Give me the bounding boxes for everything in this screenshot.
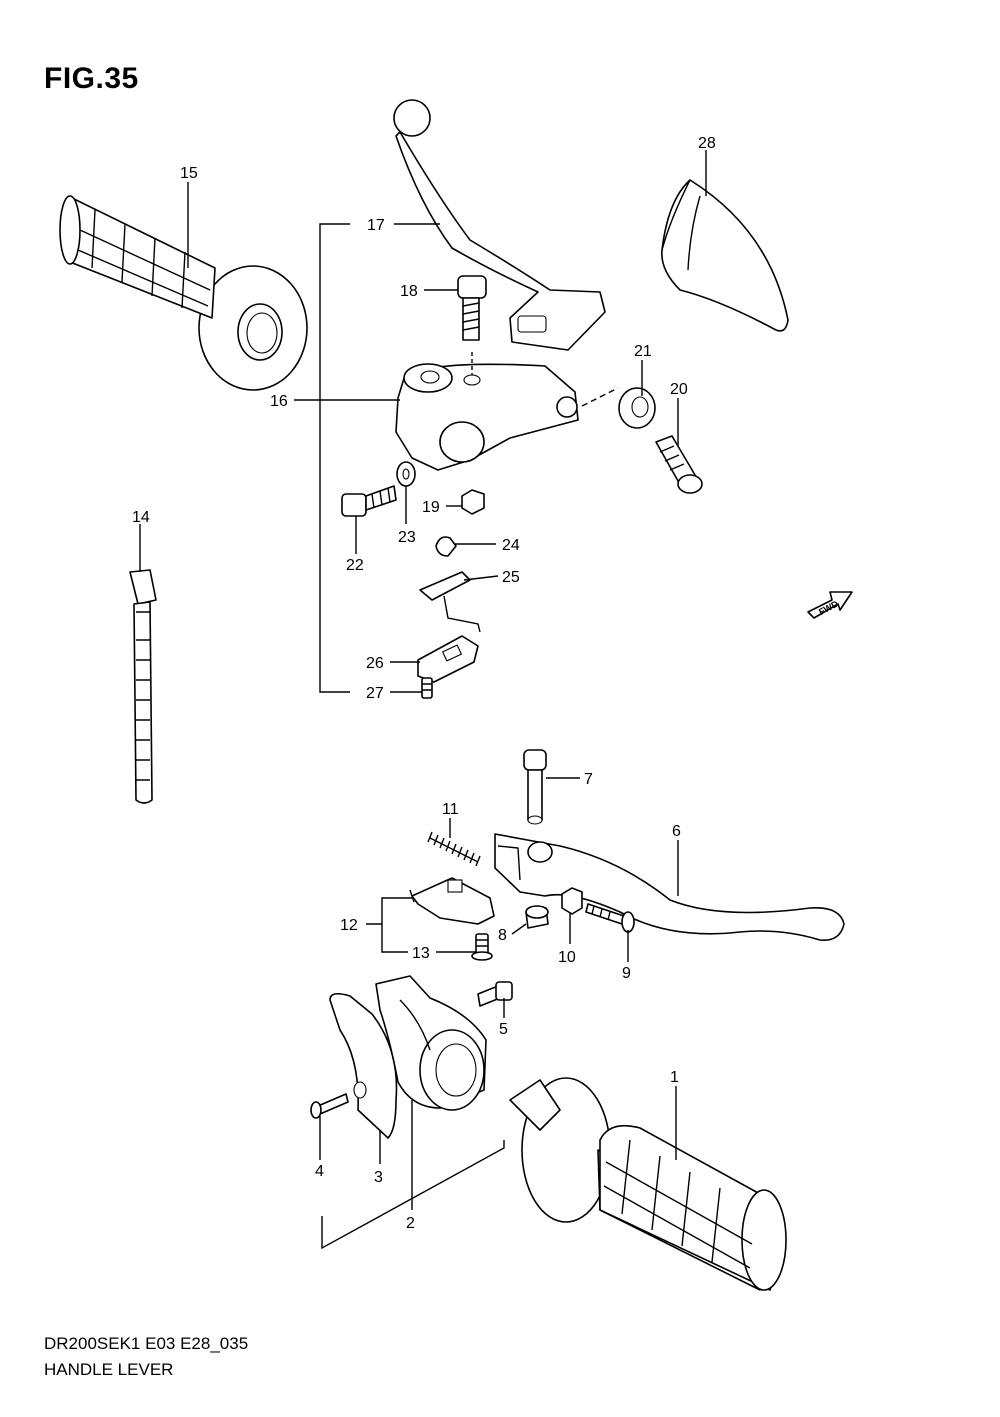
figure-title: FIG.35 — [44, 62, 139, 95]
callout-15: 15 — [180, 165, 198, 182]
callout-6: 6 — [672, 823, 681, 840]
part-22-bolt — [341, 485, 397, 517]
part-14-cable-tie — [129, 569, 157, 804]
callout-13: 13 — [412, 945, 430, 962]
part-24-clip — [435, 536, 457, 557]
callout-25: 25 — [502, 569, 520, 586]
callout-2: 2 — [406, 1215, 415, 1232]
callout-1: 1 — [670, 1069, 679, 1086]
part-25-switch-bracket — [419, 571, 481, 633]
callout-14: 14 — [132, 509, 150, 526]
part-7-pivot-bolt — [523, 749, 547, 825]
part-12-brake-switch — [409, 877, 495, 925]
callout-5: 5 — [499, 1021, 508, 1038]
part-8-collar — [525, 905, 549, 929]
part-23-washer — [396, 461, 416, 487]
part-9-screw — [585, 903, 635, 933]
part-11-spring — [427, 831, 481, 867]
part-1-right-grip — [509, 1077, 787, 1291]
callout-23: 23 — [398, 529, 416, 546]
callout-12: 12 — [340, 917, 358, 934]
part-15-left-grip — [59, 195, 308, 391]
part-17-clutch-lever — [393, 99, 606, 351]
callout-7: 7 — [584, 771, 593, 788]
part-21-adjuster-nut — [581, 387, 656, 429]
callout-3: 3 — [374, 1169, 383, 1186]
callout-11: 11 — [442, 801, 459, 818]
fwd-arrow-icon: FWD — [807, 591, 853, 619]
part-5-bolt — [477, 981, 513, 1007]
part-13-screw — [471, 933, 493, 961]
callout-26: 26 — [366, 655, 384, 672]
part-2-throttle-housing — [375, 975, 487, 1111]
part-10-nut — [561, 887, 583, 915]
part-6-brake-lever — [494, 833, 845, 941]
callout-21: 21 — [634, 343, 652, 360]
callout-24: 24 — [502, 537, 520, 554]
callout-16: 16 — [270, 393, 288, 410]
part-27-screw — [421, 677, 433, 699]
callout-10: 10 — [558, 949, 576, 966]
callout-27: 27 — [366, 685, 384, 702]
callout-18: 18 — [400, 283, 418, 300]
callout-20: 20 — [670, 381, 688, 398]
callout-22: 22 — [346, 557, 364, 574]
callout-9: 9 — [622, 965, 631, 982]
leader-lines — [139, 150, 707, 1250]
figure-code: DR200SEK1 E03 E28_035 — [44, 1334, 249, 1353]
figure-name: HANDLE LEVER — [44, 1360, 174, 1379]
part-18-pivot-bolt — [457, 275, 487, 341]
callout-28: 28 — [698, 135, 716, 152]
part-19-nut — [461, 489, 485, 515]
callout-8: 8 — [498, 927, 507, 944]
part-3-lower-holder — [329, 992, 398, 1139]
part-26-clutch-switch — [417, 635, 479, 683]
part-20-adjuster-bolt — [655, 435, 703, 494]
callout-4: 4 — [315, 1163, 324, 1180]
part-16-lever-holder — [395, 352, 579, 471]
callout-19: 19 — [422, 499, 440, 516]
callout-numbers: 15 17 28 18 16 21 20 22 23 19 24 25 26 2… — [132, 135, 716, 1232]
callout-17: 17 — [367, 217, 385, 234]
part-28-lever-cover — [661, 179, 789, 332]
part-4-screw — [310, 1093, 349, 1119]
